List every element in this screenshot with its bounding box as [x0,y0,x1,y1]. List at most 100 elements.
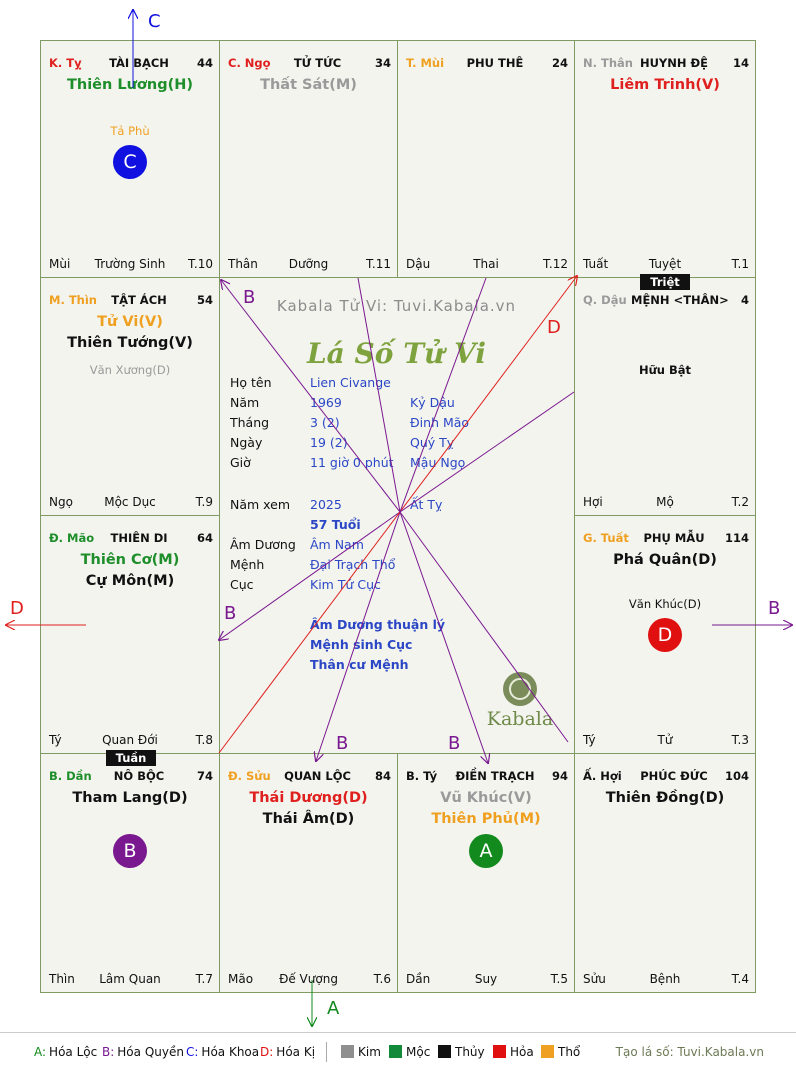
main-star: Thiên Đồng(D) [605,790,725,806]
palace-cycle-branch: Mão [228,972,254,986]
label-d-inner: D [547,317,561,338]
legend-hoa-key: B: [102,1045,115,1059]
main-star: Cự Môn(M) [85,573,175,589]
main-stars: Thiên Lương(H) [41,75,219,96]
legend-element-item: Mộc [389,1045,430,1059]
tuan-marker: Tuần [106,750,156,766]
palace-cycle-branch: Dậu [406,257,431,271]
main-stars: Thái Dương(D)Thái Âm(D) [220,788,397,830]
info-value: 2025 [310,497,342,512]
palace-cycle-branch: Thân [228,257,258,271]
palace-cycle-branch: Mùi [49,257,71,271]
palace-cycle-branch: Ngọ [49,495,73,509]
palace-stage: Trường Sinh [94,257,166,271]
palace-age: T.3 [731,733,749,747]
center-info-panel: Kabala Tử Vi: Tuvi.Kabala.vn Lá Số Tử Vi… [219,277,574,753]
legend-element-label: Thủy [455,1045,485,1059]
palace-branch: T. Mùi [406,56,445,70]
legend-hoa-label: Hóa Khoa [201,1045,260,1059]
palace-age: T.9 [195,495,213,509]
palace-name: TÀI BẠCH [109,56,169,70]
main-star: Vũ Khúc(V) [440,790,532,806]
main-stars: Vũ Khúc(V)Thiên Phủ(M) [398,788,574,830]
info-canchi: Mậu Ngọ [410,455,466,470]
info-value: Kim Tứ Cục [310,577,381,592]
palace-number: 4 [740,293,749,307]
palace-stage: Dưỡng [288,257,329,271]
info-value: Âm Nam [310,537,364,552]
palace-branch: C. Ngọ [228,56,271,70]
main-star: Tham Lang(D) [72,790,188,806]
palace-stage: Suy [474,972,498,986]
palace-name: PHỤ MẪU [643,531,705,545]
palace-name: TỬ TỨC [293,56,342,70]
minor-star: Tả Phù [110,124,150,138]
legend-element-label: Thổ [558,1045,581,1059]
legend-element-label: Mộc [406,1045,431,1059]
legend-hoa-item: C:Hóa Khoa [186,1045,259,1059]
legend-hoa-label: Hóa Kị [276,1045,316,1059]
info-label: Họ tên [230,375,272,390]
palace-age: T.4 [731,972,749,986]
palace-stage: Quan Đới [102,733,158,747]
tree-icon [503,672,537,706]
palace-number: 114 [724,531,749,545]
main-stars: Thiên Đồng(D) [575,788,755,809]
palace-number: 64 [196,531,213,545]
palace-stage: Mộc Dục [104,495,156,509]
palace-cycle-branch: Tý [583,733,596,747]
palace-age: T.2 [731,495,749,509]
legend-element-item: Kim [341,1045,381,1059]
element-swatch [541,1045,554,1058]
label-c-top: C [148,11,161,32]
legend-element-label: Hỏa [510,1045,534,1059]
palace-age: T.10 [188,257,213,271]
element-swatch [341,1045,354,1058]
label-b-inner-4: B [448,733,461,754]
main-star: Phá Quân(D) [613,552,717,568]
palace-age: T.11 [366,257,391,271]
info-value: 3 (2) [310,415,340,430]
legend-hoa-key: C: [186,1045,199,1059]
info-canchi: Ất Tỵ [410,497,443,512]
palace-cycle-branch: Sửu [583,972,606,986]
element-swatch [389,1045,402,1058]
palace-branch: Ấ. Hợi [583,769,622,783]
palace-branch: Đ. Mão [49,531,95,545]
main-stars: Liêm Trinh(V) [575,75,755,96]
palace-number: 104 [724,769,749,783]
info-canchi: Kỷ Dậu [410,395,455,410]
kabala-logo: Kabala [485,672,555,730]
legend-hoa-label: Hóa Quyền [117,1045,184,1059]
label-a-bottom: A [327,998,340,1019]
palace-number: 54 [196,293,213,307]
main-stars: Thất Sát(M) [220,75,397,96]
palace-name: QUAN LỘC [284,769,351,783]
palace-cycle-branch: Thìn [49,972,75,986]
label-b-right: B [768,598,781,619]
legend-divider [326,1042,327,1062]
site-credit[interactable]: Tạo lá số: Tuvi.Kabala.vn [615,1045,764,1059]
palace-name: THIÊN DI [110,531,168,545]
info-value: Lien Civange [310,375,391,390]
palace-number: 24 [551,56,568,70]
note-line: Thân cư Mệnh [310,657,409,672]
palace-stage: Đế Vượng [279,972,338,986]
legend-element-item: Hỏa [493,1045,534,1059]
palace-name: HUYNH ĐỆ [639,56,709,70]
palace-stage: Thai [473,257,499,271]
triet-marker: Triệt [640,274,690,290]
